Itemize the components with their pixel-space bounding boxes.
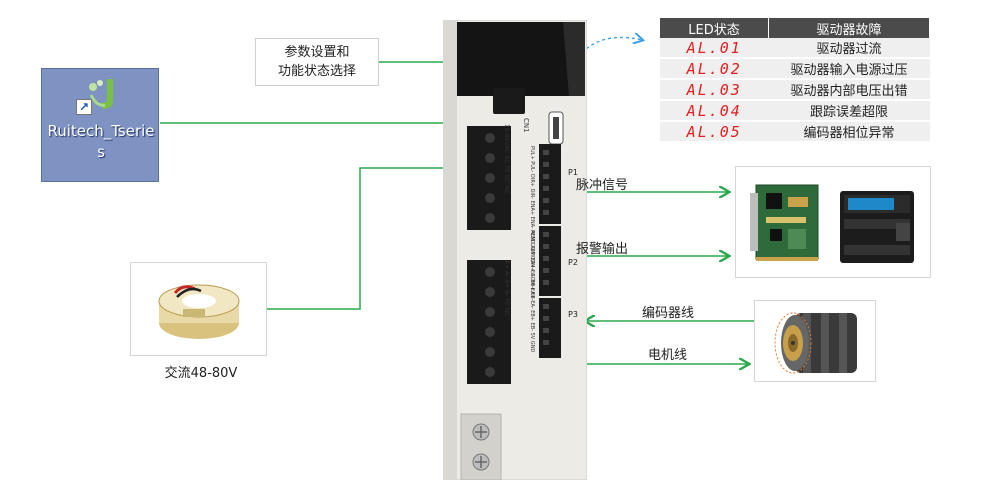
motor-cable-label: 电机线	[648, 348, 688, 363]
stepper-motor-icon	[774, 312, 857, 374]
led-code: AL.01	[660, 38, 769, 59]
shortcut-arrow-icon: ↗	[76, 99, 92, 115]
table-row: AL.04 跟踪误差超限	[660, 100, 930, 122]
led-code: AL.05	[660, 121, 769, 143]
callout-line1: 参数设置和	[284, 45, 350, 60]
toroidal-transformer-icon	[158, 284, 240, 339]
shortcut-label: Ruitech_Tseries	[47, 122, 155, 161]
callout-line2: 功能状态选择	[277, 64, 356, 79]
transformer-box	[130, 262, 267, 356]
p2-connector	[539, 226, 561, 296]
p1-label: P1	[568, 168, 578, 177]
software-shortcut[interactable]: ↗ Ruitech_Tseries	[41, 68, 159, 182]
pulse-signal-label: 脉冲信号	[576, 178, 629, 193]
motor-box	[754, 300, 876, 382]
encoder-cable-label: 编码器线	[642, 306, 695, 321]
motion-card-and-plc-icon	[750, 184, 914, 263]
fault-text: 驱动器输入电源过压	[768, 58, 930, 80]
led-dashed-arc	[567, 37, 642, 73]
led-code: AL.03	[660, 79, 769, 101]
servo-driver	[443, 20, 587, 480]
table-row: AL.05 编码器相位异常	[660, 121, 930, 143]
led-code: AL.02	[660, 58, 769, 80]
controller-box	[735, 166, 931, 278]
parameter-callout: 参数设置和 功能状态选择	[255, 38, 379, 86]
p3-connector	[539, 298, 561, 358]
p1-connector	[539, 144, 561, 224]
usb-label: CN1	[522, 118, 530, 133]
fault-text: 驱动器内部电压出错	[768, 79, 930, 101]
transformer-label: 交流48-80V	[164, 366, 238, 381]
rotary-switch	[493, 88, 525, 114]
driver-fault-header: 驱动器故障	[768, 18, 930, 38]
led-status-header: LED状态	[660, 18, 769, 38]
table-row: AL.02 驱动器输入电源过压	[660, 58, 930, 80]
ruitech-logo-icon	[89, 79, 113, 109]
power-pin-labels: 18-80VAC AC PE NC NC	[503, 124, 510, 194]
p2-label: P2	[568, 258, 578, 267]
alarm-output-label: 报警输出	[576, 242, 629, 257]
fault-text: 编码器相位异常	[768, 121, 930, 143]
power-line	[267, 168, 476, 310]
led-fault-table: LED状态 驱动器故障 AL.01 驱动器过流 AL.02 驱动器输入电源过压 …	[660, 18, 930, 143]
motor-pin-labels: A+ A- B+ B- PE NC	[503, 260, 510, 317]
led-code: AL.04	[660, 100, 769, 122]
fault-text: 跟踪误差超限	[768, 100, 930, 122]
p3-pin-labels: EA+ EA- EB+ EB- 5V GND	[529, 288, 535, 353]
p3-label: P3	[568, 310, 578, 319]
table-row: AL.03 驱动器内部电压出错	[660, 79, 930, 101]
table-row: AL.01 驱动器过流	[660, 38, 930, 59]
motor-terminal	[467, 260, 511, 384]
fault-text: 驱动器过流	[768, 38, 930, 59]
